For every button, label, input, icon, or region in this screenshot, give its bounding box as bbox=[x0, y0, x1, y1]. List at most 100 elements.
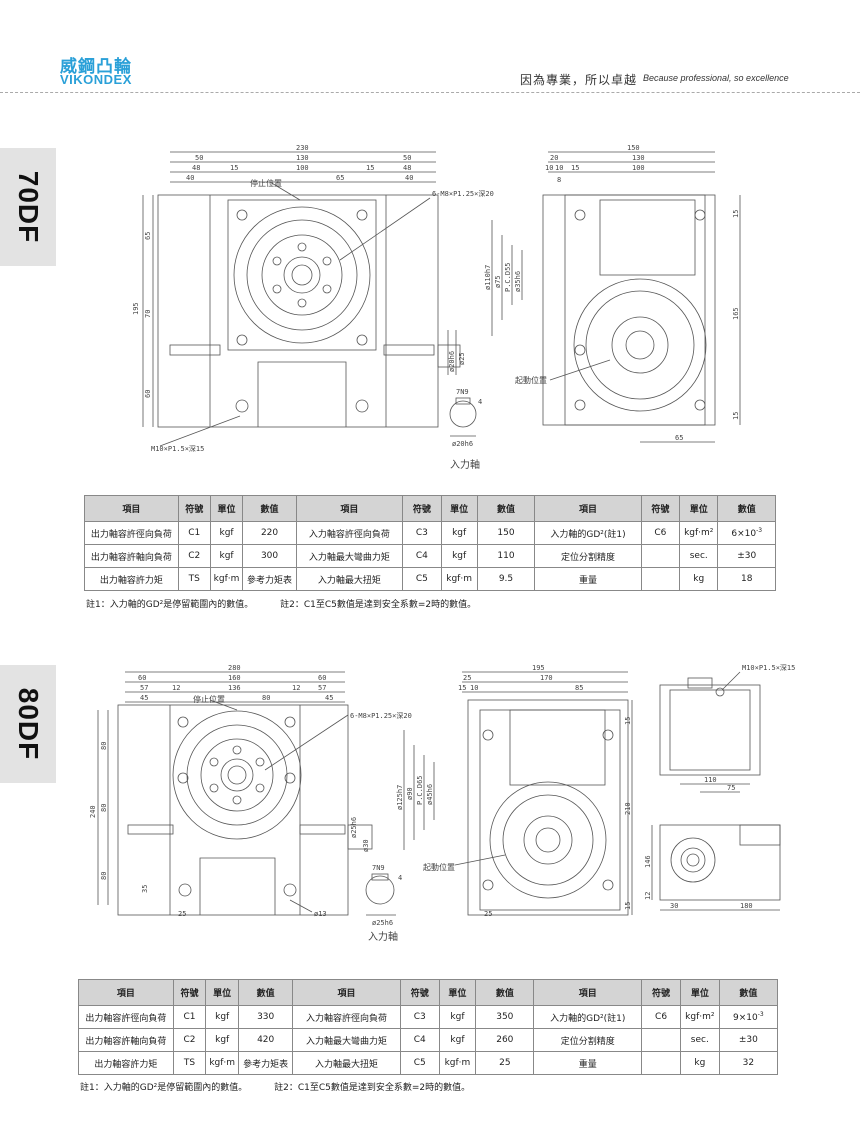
table-cell: 110 bbox=[476, 544, 536, 568]
table-cell: 出力軸容許力矩 bbox=[84, 567, 179, 591]
table-header-cell: 符號 bbox=[641, 979, 681, 1006]
table-cell: sec. bbox=[679, 1028, 720, 1052]
label-stop-position: 停止位置 bbox=[193, 694, 225, 704]
side-view-outline bbox=[467, 699, 629, 916]
table-cell: 350 bbox=[475, 1005, 535, 1029]
dim-side-45h6: ø45h6 bbox=[426, 784, 434, 805]
header-divider bbox=[0, 92, 860, 93]
dim-side-pcd: P.C.D65 bbox=[416, 775, 424, 805]
dim-shaft-20h6: ø20h6 bbox=[448, 351, 456, 372]
table-cell: kgf bbox=[205, 1028, 240, 1052]
label-input-shaft: 入力軸 bbox=[368, 930, 398, 943]
dim-60-left: 60 bbox=[138, 674, 146, 682]
slogan-cn: 因為專業，所以卓越 bbox=[520, 73, 638, 87]
drawing-80df: 280 60 160 60 57 12 136 12 57 45 80 45 2… bbox=[89, 663, 795, 943]
table-header-cell: 數值 bbox=[242, 495, 297, 522]
dim-65-height: 65 bbox=[144, 232, 152, 240]
table-cell: C2 bbox=[172, 1028, 207, 1052]
table-cell: kgf bbox=[209, 544, 244, 568]
table-header-cell: 符號 bbox=[399, 979, 440, 1006]
table-cell: 出力軸容許力矩 bbox=[78, 1051, 174, 1075]
table-cell: 入力軸最大彎曲力矩 bbox=[292, 1028, 401, 1052]
notes-70df: 註1：入力軸的GD²是停留範圍內的數值。 註2：C1至C5數值是達到安全系數=2… bbox=[86, 597, 500, 610]
dim-12-left: 12 bbox=[172, 684, 180, 692]
dim-57-right: 57 bbox=[318, 684, 326, 692]
table-header-cell: 符號 bbox=[177, 495, 211, 522]
table-cell: 入力軸的GD²(註1) bbox=[534, 521, 642, 545]
table-header-cell: 單位 bbox=[679, 979, 720, 1006]
output-flange-circle bbox=[172, 710, 302, 840]
dim-80-top: 80 bbox=[100, 742, 108, 750]
notes-80df: 註1：入力軸的GD²是停留範圍內的數值。 註2：C1至C5數值是達到安全系數=2… bbox=[80, 1080, 494, 1093]
table-cell: 330 bbox=[238, 1005, 294, 1029]
table-cell: 入力軸最大彎曲力矩 bbox=[295, 544, 404, 568]
table-header-cell: 單位 bbox=[438, 979, 477, 1006]
table-cell: C5 bbox=[399, 1051, 440, 1075]
dim-50-left: 50 bbox=[195, 154, 203, 162]
table-header-row: 項目符號單位數值項目符號單位數值項目符號單位數值 bbox=[78, 979, 779, 1006]
table-cell: 出力軸容許徑向負荷 bbox=[78, 1005, 174, 1029]
dim-48-left: 48 bbox=[192, 164, 200, 172]
note-2: 註2：C1至C5數值是達到安全系數=2時的數值。 bbox=[280, 600, 477, 610]
dim-195: 195 bbox=[132, 302, 140, 315]
dim-13: ø13 bbox=[314, 910, 327, 918]
dim-shaft-25: ø25 bbox=[458, 352, 466, 365]
dim-side-35h6: ø35h6 bbox=[514, 271, 522, 292]
label-tapped-holes: 6-M8×P1.25×深20 bbox=[350, 711, 412, 720]
dim-45-right: 45 bbox=[325, 694, 333, 702]
dim-48-right: 48 bbox=[403, 164, 411, 172]
side-view-cam-circle bbox=[489, 781, 607, 899]
table-cell: kgf bbox=[438, 1005, 477, 1029]
table-cell: 入力軸最大扭矩 bbox=[295, 567, 404, 591]
table-cell: kgf·m bbox=[440, 567, 478, 591]
model-tab-80df: 80DF bbox=[0, 665, 56, 783]
dim-25: 25 bbox=[178, 910, 186, 918]
table-cell: kgf·m bbox=[205, 1051, 240, 1075]
table-cell: TS bbox=[177, 567, 211, 591]
table-cell: 入力軸的GD²(註1) bbox=[533, 1005, 643, 1029]
table-header-cell: 單位 bbox=[205, 979, 240, 1006]
dim-40-left: 40 bbox=[186, 174, 194, 182]
table-header-cell: 符號 bbox=[402, 495, 442, 522]
table-cell: ±30 bbox=[717, 544, 776, 568]
table-cell: C6 bbox=[640, 521, 681, 545]
dim-60-right: 60 bbox=[318, 674, 326, 682]
table-cell: C1 bbox=[177, 521, 211, 545]
dim-side-65: 65 bbox=[675, 434, 683, 442]
table-cell: 入力軸最大扭矩 bbox=[292, 1051, 401, 1075]
dim-side-15-bottom: 15 bbox=[624, 902, 632, 910]
table-cell: 25 bbox=[475, 1051, 535, 1075]
dim-45-left: 45 bbox=[140, 694, 148, 702]
front-view-outline bbox=[117, 704, 349, 916]
dim-side-15-top: 15 bbox=[732, 210, 740, 218]
table-header-cell: 數值 bbox=[238, 979, 294, 1006]
dim-top-75: 75 bbox=[727, 784, 735, 792]
table-cell: 參考力矩表 bbox=[242, 567, 297, 591]
drawing-70df: 230 50 130 50 48 15 100 15 48 40 65 40 1… bbox=[132, 144, 741, 471]
dim-side-10a: 10 bbox=[545, 164, 553, 172]
label-start-position: 起動位置 bbox=[423, 862, 455, 872]
table-header-cell: 項目 bbox=[78, 979, 174, 1006]
side-view-outline bbox=[542, 194, 716, 426]
note-2: 註2：C1至C5數值是達到安全系數=2時的數值。 bbox=[274, 1083, 471, 1093]
dim-side-15: 15 bbox=[571, 164, 579, 172]
dim-280: 280 bbox=[228, 664, 241, 672]
front-view-outline bbox=[157, 194, 439, 428]
table-header-cell: 項目 bbox=[84, 495, 179, 522]
table-cell: kgf bbox=[205, 1005, 240, 1029]
dim-side-75: ø75 bbox=[494, 275, 502, 288]
dim-key-7n9: 7N9 bbox=[372, 864, 385, 872]
table-cell: 260 bbox=[475, 1028, 535, 1052]
dim-side-100: 100 bbox=[632, 164, 645, 172]
table-cell: 重量 bbox=[533, 1051, 643, 1075]
table-header-cell: 項目 bbox=[292, 979, 401, 1006]
table-cell: C6 bbox=[641, 1005, 681, 1029]
dim-50-right: 50 bbox=[403, 154, 411, 162]
dim-end-12: 12 bbox=[644, 892, 652, 900]
table-header-cell: 單位 bbox=[209, 495, 244, 522]
